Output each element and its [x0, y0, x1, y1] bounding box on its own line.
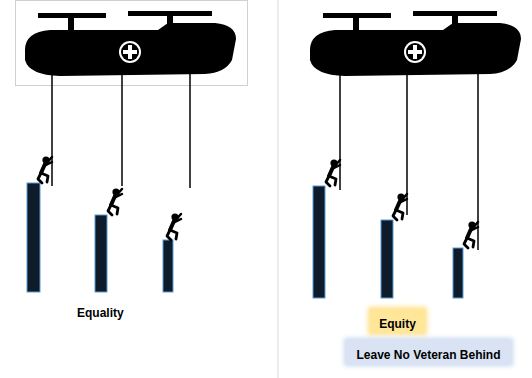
slogan-box: Leave No Veteran Behind	[346, 340, 511, 364]
image-frame	[16, 1, 248, 86]
label-text: Equality	[77, 306, 124, 320]
pillar	[313, 186, 325, 298]
box-text: Leave No Veteran Behind	[356, 348, 500, 362]
highlight-box: Equity	[370, 309, 425, 333]
pillar	[95, 215, 107, 292]
soldier-figure	[326, 159, 340, 186]
pillar	[381, 220, 393, 298]
rope	[406, 66, 408, 215]
box-text: Equity	[379, 317, 416, 331]
soldier-figure	[38, 156, 52, 183]
pillar	[163, 240, 173, 292]
rope	[51, 60, 53, 186]
soldier-figure	[393, 193, 407, 220]
soldier-figure	[108, 188, 122, 215]
pillar	[27, 183, 40, 292]
panel-divider	[278, 0, 279, 378]
helicopter-silhouette	[25, 11, 236, 76]
rope	[121, 66, 123, 186]
rope	[339, 60, 341, 190]
helicopter-silhouette	[310, 11, 521, 76]
soldier-figure	[167, 213, 181, 240]
pillar	[453, 248, 463, 298]
panel-label: Equality	[77, 303, 124, 321]
soldier-figure	[464, 221, 478, 248]
rope	[189, 60, 191, 188]
